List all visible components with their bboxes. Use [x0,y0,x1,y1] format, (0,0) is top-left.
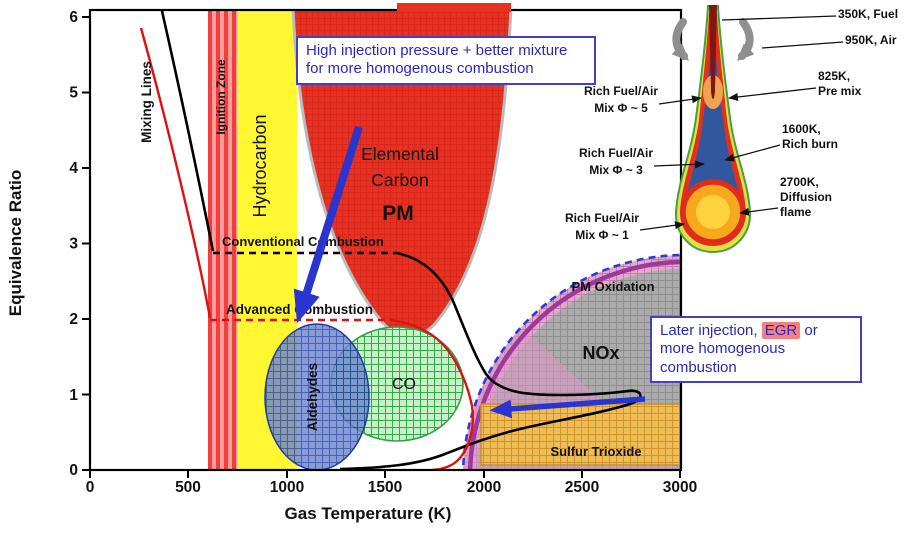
injection-arrow [293,125,363,324]
rich-burn-temp-label-line1: 1600K, [782,122,821,136]
egr-highlight: EGR [761,322,801,339]
egr-text-pre: Later injection, [660,322,762,339]
aldehydes-label: Aldehydes [305,363,320,431]
pm-region-top [397,3,511,12]
egr-arrow [489,396,646,419]
sulfur-trioxide-label: Sulfur Trioxide [550,444,641,459]
y-tick-label: 2 [69,311,78,328]
y-tick-label: 5 [69,85,78,102]
conventional-combustion-label: Conventional Combustion [222,234,384,249]
diffusion-temp-label-line2: Diffusion [780,190,832,204]
y-axis-tick-labels: 0 1 2 3 4 5 6 [69,9,78,479]
phi1-label-line1: Rich Fuel/Air [565,211,639,225]
phi5-label-line2: Mix Φ ~ 5 [594,101,648,115]
flame-fuel-jet [709,5,717,99]
flame-labels: 350K, Fuel 950K, Air 825K, Pre mix 1600K… [565,7,898,242]
combustion-path-red [391,318,474,469]
mixing-lines-label: Mixing Lines [139,61,154,143]
phi3-label-line2: Mix Φ ~ 3 [589,163,643,177]
pm-label: PM [382,202,414,225]
mixing-line-red [139,27,212,319]
diffusion-temp-label-line1: 2700K, [780,175,819,189]
aldehydes-ellipse [264,323,370,469]
x-tick-label: 500 [175,479,201,496]
rich-burn-temp-label-line2: Rich burn [782,137,838,151]
x-axis-tick-labels: 0 500 1000 1500 2000 2500 3000 [86,479,698,496]
air-temp-label: 950K, Air [845,33,897,47]
elemental-carbon-label-line2: Carbon [371,170,428,190]
air-entrainment-arrow-left [671,18,689,61]
annotation-injection-text: High injection pressure + better mixture… [306,42,568,78]
plot-frame [88,8,683,472]
air-entrainment-arrow-right [737,18,755,61]
y-axis-title: Equivalence Ratio [6,170,25,316]
premix-temp-label-line2: Pre mix [818,84,862,98]
x-tick-label: 2000 [467,479,501,496]
y-tick-label: 0 [69,462,78,479]
diffusion-pointer-arrow [739,207,779,216]
annotation-injection-pressure: High injection pressure + better mixture… [296,36,596,85]
phi3-label-line1: Rich Fuel/Air [579,146,653,160]
x-axis-title: Gas Temperature (K) [285,504,452,523]
y-tick-label: 6 [69,9,78,26]
phi1-label-line2: Mix Φ ~ 1 [575,228,629,242]
phi5-pointer-arrow [658,95,702,105]
flame-spray-diagram: 350K, Fuel 950K, Air 825K, Pre mix 1600K… [565,5,898,254]
fuel-pointer-line [721,15,837,21]
nox-purple-arc [467,259,680,469]
combustion-path-black [339,251,642,469]
x-tick-label: 3000 [663,479,697,496]
annotation-egr: Later injection, EGR or more homogenous … [650,316,862,383]
x-tick-label: 0 [86,479,95,496]
pm-oxidation-label: PM Oxidation [571,279,654,294]
mixing-line-black [160,11,215,252]
phi1-pointer-arrow [639,221,685,231]
ignition-zone-band [208,11,237,469]
rich-burn-pointer-arrow [724,144,781,162]
phi5-label-line1: Rich Fuel/Air [584,84,658,98]
x-tick-label: 1500 [368,479,402,496]
air-pointer-line [761,41,844,49]
diffusion-temp-label-line3: flame [780,205,812,219]
elemental-carbon-label-line1: Elemental [361,144,439,164]
x-axis-ticks [89,471,681,478]
y-tick-label: 1 [69,387,78,404]
nox-label: NOx [582,343,619,363]
nox-outer-dashed-arc [461,253,680,469]
x-tick-label: 1000 [270,479,304,496]
y-axis-ticks [82,16,89,471]
fuel-temp-label: 350K, Fuel [838,7,898,21]
flame-diffusion-core [696,195,730,229]
ignition-zone-label: Ignition Zone [214,59,228,135]
premix-temp-label-line1: 825K, [818,69,850,83]
y-tick-label: 4 [69,160,78,177]
flame-pointer-lines [639,15,844,231]
y-tick-label: 3 [69,236,78,253]
egr-text-post: or more homogenous combustion [660,322,818,376]
hydrocarbon-label: Hydrocarbon [250,114,270,217]
x-tick-label: 2500 [565,479,599,496]
co-label: CO [392,376,416,393]
phi3-pointer-arrow [653,160,705,169]
premix-pointer-arrow [728,87,817,101]
